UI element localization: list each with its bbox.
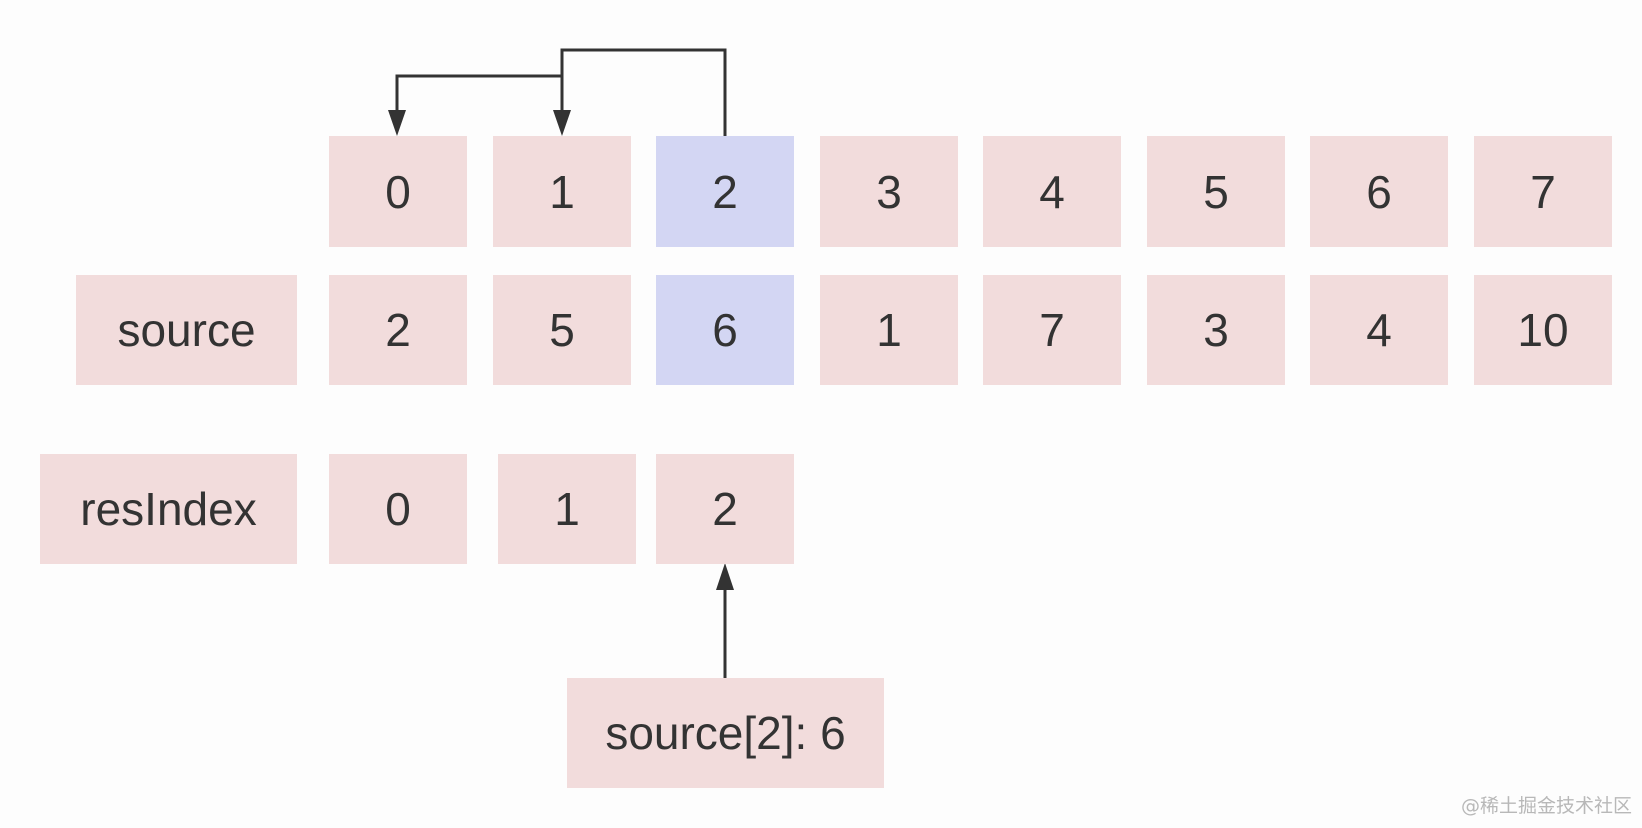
source-cell-6: 4 — [1310, 275, 1448, 385]
index-cell-2-highlighted: 2 — [656, 136, 794, 247]
source-label: source — [76, 275, 297, 385]
source-cell-1: 5 — [493, 275, 631, 385]
watermark: @稀土掘金技术社区 — [1460, 795, 1632, 817]
resindex-cell-0: 0 — [329, 454, 467, 564]
arrow-callout-to-resindex2 — [716, 563, 734, 678]
index-cell-5: 5 — [1147, 136, 1285, 247]
callout-source-value: source[2]: 6 — [567, 678, 884, 788]
source-cell-4: 7 — [983, 275, 1121, 385]
source-cell-7: 10 — [1474, 275, 1612, 385]
resindex-cell-2: 2 — [656, 454, 794, 564]
resindex-cell-1: 1 — [498, 454, 636, 564]
source-cell-5: 3 — [1147, 275, 1285, 385]
resindex-label: resIndex — [40, 454, 297, 564]
arrow-index2-to-index1 — [553, 48, 727, 136]
index-cell-3: 3 — [820, 136, 958, 247]
index-cell-6: 6 — [1310, 136, 1448, 247]
index-cell-0: 0 — [329, 136, 467, 247]
index-cell-7: 7 — [1474, 136, 1612, 247]
source-cell-0: 2 — [329, 275, 467, 385]
source-cell-3: 1 — [820, 275, 958, 385]
source-cell-2-highlighted: 6 — [656, 275, 794, 385]
index-cell-4: 4 — [983, 136, 1121, 247]
arrow-to-index0 — [388, 74, 562, 136]
index-cell-1: 1 — [493, 136, 631, 247]
